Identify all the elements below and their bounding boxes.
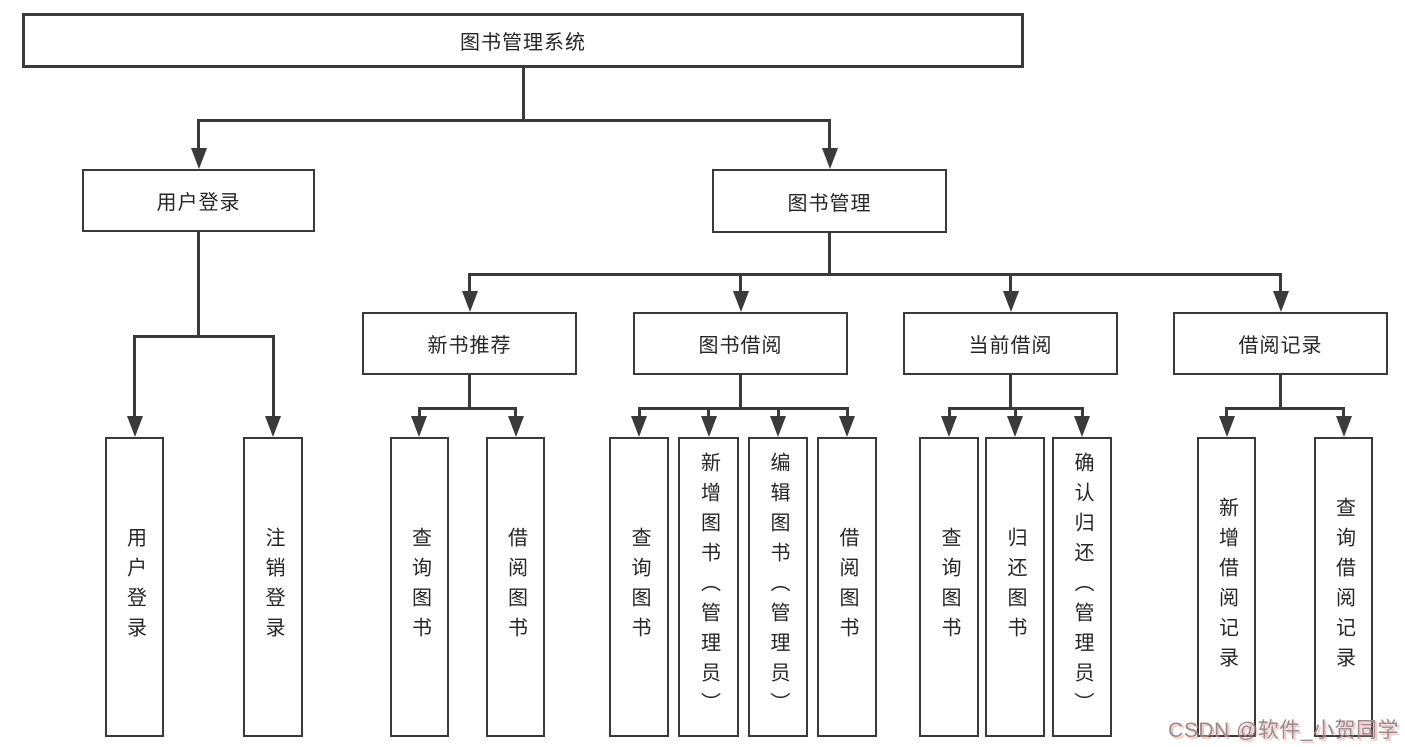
connector-hline — [468, 273, 1282, 276]
arrowhead-icon — [126, 416, 143, 437]
node-leaf-user-login: 用户登录 — [105, 437, 164, 737]
node-leaf-query-books: 查询图书 — [609, 437, 669, 737]
connector-vline — [271, 335, 275, 418]
connector-vline — [739, 273, 742, 293]
connector-hline — [1225, 407, 1345, 410]
connector-vline — [1013, 407, 1017, 418]
node-label: 借阅图书 — [836, 527, 858, 647]
arrowhead-icon — [411, 416, 427, 437]
arrowhead-icon — [941, 416, 957, 437]
connector-vline — [845, 407, 849, 418]
arrowhead-icon — [190, 148, 207, 169]
connector-vline — [1225, 407, 1228, 418]
node-label: 查询借阅记录 — [1332, 497, 1355, 677]
arrowhead-icon — [265, 416, 281, 437]
connector-vline — [197, 232, 200, 335]
node-leaf-query-books-current: 查询图书 — [919, 437, 979, 737]
node-leaf-logout: 注销登录 — [243, 437, 303, 737]
arrowhead-icon — [631, 416, 647, 437]
connector-hline — [637, 407, 849, 410]
connector-hline — [197, 119, 831, 122]
connector-hline — [417, 407, 517, 410]
node-leaf-borrow-books: 借阅图书 — [817, 437, 877, 737]
connector-vline — [828, 119, 831, 150]
node-leaf-query-borrow-record: 查询借阅记录 — [1314, 437, 1373, 737]
connector-vline — [133, 335, 136, 418]
node-leaf-edit-books-admin: 编辑图书（管理员） — [748, 437, 808, 737]
arrowhead-icon — [700, 416, 717, 437]
node-label: 新增图书（管理员） — [697, 452, 720, 722]
node-borrow-record: 借阅记录 — [1173, 312, 1388, 375]
arrowhead-icon — [1272, 291, 1289, 312]
node-label: 归还图书 — [1004, 527, 1026, 647]
node-label: 新增借阅记录 — [1215, 497, 1238, 677]
node-current-borrow: 当前借阅 — [903, 312, 1118, 375]
node-book-management: 图书管理 — [712, 169, 947, 233]
node-root-library-system: 图书管理系统 — [22, 13, 1024, 68]
arrowhead-icon — [1218, 416, 1235, 437]
node-leaf-return-books: 归还图书 — [985, 437, 1045, 737]
node-new-book-recommend: 新书推荐 — [362, 312, 577, 375]
arrowhead-icon — [770, 416, 786, 437]
connector-vline — [828, 233, 831, 273]
node-book-borrow: 图书借阅 — [633, 312, 848, 375]
connector-vline — [637, 407, 641, 418]
node-label: 查询图书 — [938, 527, 960, 647]
arrowhead-icon — [732, 291, 749, 312]
connector-vline — [1342, 407, 1345, 418]
connector-vline — [739, 375, 742, 407]
node-leaf-add-borrow-record: 新增借阅记录 — [1197, 437, 1256, 737]
node-label: 注销登录 — [262, 527, 284, 647]
node-label: 查询图书 — [408, 527, 431, 647]
arrowhead-icon — [1335, 416, 1352, 437]
connector-vline — [197, 119, 200, 150]
arrowhead-icon — [507, 416, 524, 437]
node-label: 用户登录 — [123, 527, 146, 647]
connector-vline — [1279, 375, 1282, 407]
csdn-watermark: CSDN @软件_小贺同学 — [1168, 719, 1399, 742]
arrowhead-icon — [461, 291, 478, 312]
node-user-login: 用户登录 — [82, 169, 315, 232]
node-label: 借阅图书 — [504, 527, 527, 647]
node-label: 查询图书 — [628, 527, 650, 647]
connector-vline — [1009, 375, 1012, 407]
connector-vline — [1080, 407, 1084, 418]
connector-vline — [707, 407, 710, 418]
node-label: 编辑图书（管理员） — [767, 452, 789, 722]
arrowhead-icon — [839, 416, 855, 437]
arrowhead-icon — [1002, 291, 1019, 312]
connector-vline — [468, 273, 471, 293]
node-label: 确认归还（管理员） — [1071, 452, 1093, 722]
node-leaf-confirm-return-admin: 确认归还（管理员） — [1052, 437, 1112, 737]
connector-vline — [1279, 273, 1282, 293]
arrowhead-icon — [1074, 416, 1090, 437]
connector-vline — [468, 375, 471, 407]
connector-vline — [776, 407, 780, 418]
arrowhead-icon — [1007, 416, 1023, 437]
connector-vline — [947, 407, 951, 418]
connector-hline — [133, 335, 274, 338]
connector-vline — [521, 68, 525, 119]
node-leaf-query-books-recommend: 查询图书 — [390, 437, 449, 737]
connector-vline — [1009, 273, 1012, 293]
connector-vline — [514, 407, 517, 418]
connector-vline — [417, 407, 421, 418]
node-leaf-borrow-books-recommend: 借阅图书 — [486, 437, 545, 737]
node-leaf-add-books-admin: 新增图书（管理员） — [678, 437, 739, 737]
arrowhead-icon — [821, 148, 838, 169]
